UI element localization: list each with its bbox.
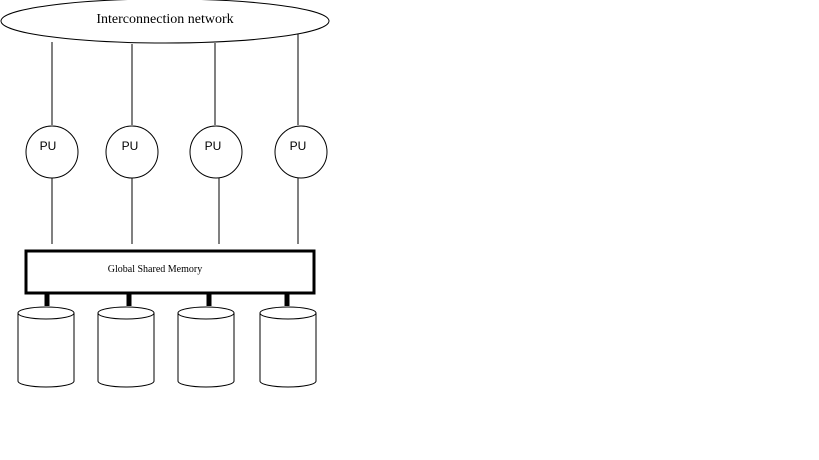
global-shared-memory: Global Shared Memory bbox=[24, 249, 316, 295]
disk-3 bbox=[177, 306, 235, 388]
disk-top bbox=[259, 306, 317, 320]
pu-label: PU bbox=[122, 139, 139, 153]
network-connectors bbox=[51, 34, 299, 125]
disk-top bbox=[177, 306, 235, 320]
pu-circle bbox=[189, 125, 243, 179]
processing-unit-4: PU bbox=[274, 125, 328, 179]
disk-body bbox=[17, 313, 75, 388]
memory-label: Global Shared Memory bbox=[108, 264, 202, 275]
pu-label: PU bbox=[290, 139, 307, 153]
disk-1 bbox=[17, 306, 75, 388]
memory-disk-connectors bbox=[44, 294, 290, 306]
processing-unit-1: PU bbox=[25, 125, 79, 179]
memory-box bbox=[24, 249, 316, 295]
pu-connectors bbox=[51, 178, 299, 244]
disk-top bbox=[97, 306, 155, 320]
disk-body bbox=[97, 313, 155, 388]
network-label: Interconnection network bbox=[96, 12, 233, 27]
disk-2 bbox=[97, 306, 155, 388]
disk-body bbox=[259, 313, 317, 388]
pu-label: PU bbox=[40, 139, 57, 153]
disk-4 bbox=[259, 306, 317, 388]
pu-circle bbox=[274, 125, 328, 179]
network-ellipse bbox=[0, 0, 330, 44]
pu-label: PU bbox=[205, 139, 222, 153]
processing-unit-3: PU bbox=[189, 125, 243, 179]
interconnection-network: Interconnection network bbox=[0, 0, 330, 44]
disk-body bbox=[177, 313, 235, 388]
processing-unit-2: PU bbox=[105, 125, 159, 179]
disk-top bbox=[17, 306, 75, 320]
